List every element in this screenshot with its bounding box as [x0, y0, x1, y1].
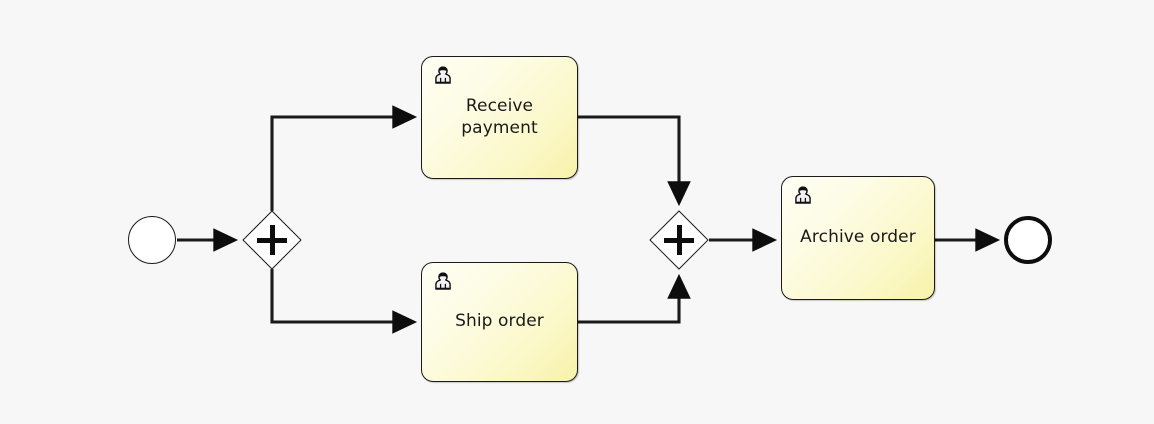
- task-receive-payment[interactable]: Receive payment: [421, 56, 578, 179]
- edge-receive-payment-to-join: [578, 115, 691, 207]
- start-event[interactable]: [128, 216, 176, 264]
- task-label-receive-payment: Receive payment: [461, 95, 538, 138]
- task-label-archive-order: Archive order: [800, 227, 916, 248]
- task-archive-order[interactable]: Archive order: [781, 176, 935, 300]
- parallel-gateway-join[interactable]: [649, 210, 709, 270]
- parallel-gateway-split[interactable]: [242, 210, 302, 270]
- task-ship-order[interactable]: Ship order: [421, 262, 578, 382]
- edge-split-to-ship-order: [270, 269, 418, 334]
- task-label-ship-order: Ship order: [455, 311, 544, 332]
- parallel-marker-icon-vertical: [269, 225, 275, 255]
- edge-split-to-receive-payment: [270, 105, 418, 211]
- edge-ship-order-to-join: [578, 273, 691, 324]
- parallel-marker-icon-vertical: [676, 225, 682, 255]
- user-task-icon: [435, 272, 451, 290]
- user-task-icon: [435, 66, 451, 84]
- user-task-icon: [795, 186, 811, 204]
- end-event[interactable]: [1004, 216, 1052, 264]
